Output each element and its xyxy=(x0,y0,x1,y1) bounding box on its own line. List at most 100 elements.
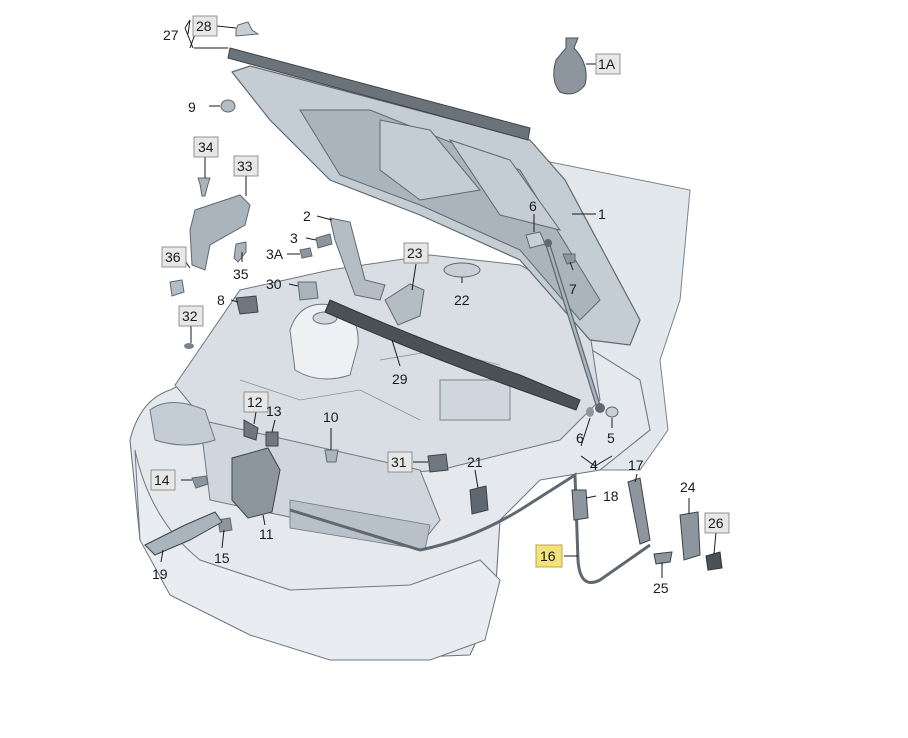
bolt-part-14 xyxy=(191,475,209,489)
callout-7: 7 xyxy=(569,281,577,297)
headlight-left xyxy=(149,402,216,446)
svg-text:35: 35 xyxy=(233,266,249,282)
callout-22: 22 xyxy=(454,292,470,308)
bracket-part-23 xyxy=(384,283,425,326)
hinge-part-2 xyxy=(329,217,386,301)
svg-text:5: 5 xyxy=(607,430,615,446)
svg-text:36: 36 xyxy=(165,249,181,265)
svg-text:18: 18 xyxy=(603,488,619,504)
callout-28: 28 xyxy=(192,15,218,37)
svg-text:19: 19 xyxy=(152,566,168,582)
svg-text:2: 2 xyxy=(303,208,311,224)
callout-6-top: 6 xyxy=(529,198,537,214)
clip-part-6-lower xyxy=(586,407,594,417)
buffer-part-9 xyxy=(220,99,236,113)
callout-17: 17 xyxy=(628,457,644,473)
callout-8: 8 xyxy=(217,292,225,308)
bonnet xyxy=(227,47,641,346)
svg-text:29: 29 xyxy=(392,371,408,387)
callout-1A: 1A xyxy=(595,53,621,75)
clip-part-6-upper xyxy=(525,231,546,249)
bonnet-inner-cutout-1 xyxy=(379,119,481,201)
svg-text:30: 30 xyxy=(266,276,282,292)
part-30 xyxy=(297,281,319,301)
washer-part-32 xyxy=(184,343,194,349)
bolt-part-35 xyxy=(233,241,247,263)
part-8 xyxy=(235,295,259,315)
svg-text:28: 28 xyxy=(196,18,212,34)
bonnet-seal xyxy=(227,47,531,141)
callout-labels: 27 28 1A 9 34 33 2 3 3A xyxy=(150,15,730,596)
svg-text:24: 24 xyxy=(680,479,696,495)
battery-tray xyxy=(439,379,511,421)
svg-text:16: 16 xyxy=(540,548,556,564)
callout-34: 34 xyxy=(193,136,219,158)
lock-part-11 xyxy=(231,447,281,519)
small-parts xyxy=(144,21,723,571)
svg-text:21: 21 xyxy=(467,454,483,470)
callout-2: 2 xyxy=(303,208,311,224)
release-cable xyxy=(289,472,651,584)
svg-text:32: 32 xyxy=(182,308,198,324)
callout-32: 32 xyxy=(178,305,204,327)
svg-text:22: 22 xyxy=(454,292,470,308)
clip-part-26 xyxy=(705,551,723,571)
callout-25: 25 xyxy=(653,580,669,596)
part-18 xyxy=(571,489,589,521)
callout-14: 14 xyxy=(150,469,176,491)
svg-text:15: 15 xyxy=(214,550,230,566)
nut-part-3A xyxy=(299,247,313,259)
svg-text:33: 33 xyxy=(237,158,253,174)
svg-text:23: 23 xyxy=(407,245,423,261)
screw-part-25 xyxy=(653,551,673,565)
callout-30: 30 xyxy=(266,276,282,292)
callout-19: 19 xyxy=(152,566,168,582)
svg-text:34: 34 xyxy=(198,139,214,155)
svg-text:7: 7 xyxy=(569,281,577,297)
svg-text:11: 11 xyxy=(259,526,274,542)
svg-text:25: 25 xyxy=(653,580,669,596)
release-handle-part-19 xyxy=(144,511,223,556)
callout-33: 33 xyxy=(233,155,259,177)
seal-strip-29 xyxy=(324,299,581,411)
front-bumper xyxy=(134,449,501,661)
callout-4: 4 xyxy=(590,457,598,473)
svg-text:6: 6 xyxy=(576,430,584,446)
callout-36: 36 xyxy=(161,246,187,268)
svg-text:10: 10 xyxy=(323,409,339,425)
lever-part-17 xyxy=(627,477,651,545)
callout-6-bottom: 6 xyxy=(576,430,584,446)
svg-text:4: 4 xyxy=(590,457,598,473)
clip-part-12 xyxy=(243,419,259,441)
svg-text:3A: 3A xyxy=(266,246,284,262)
callout-18: 18 xyxy=(603,488,619,504)
svg-text:17: 17 xyxy=(628,457,644,473)
callout-21: 21 xyxy=(467,454,483,470)
bolt-part-3 xyxy=(315,233,333,249)
callout-23: 23 xyxy=(403,242,429,264)
callout-3A: 3A xyxy=(266,246,284,262)
callout-5: 5 xyxy=(607,430,615,446)
leader-lines xyxy=(160,19,717,578)
clip-part-5 xyxy=(605,406,619,418)
svg-text:9: 9 xyxy=(188,99,196,115)
callout-31: 31 xyxy=(387,451,413,473)
svg-text:14: 14 xyxy=(154,472,170,488)
bag-part-1A xyxy=(553,37,587,95)
callout-3: 3 xyxy=(290,230,298,246)
callout-35: 35 xyxy=(233,266,249,282)
svg-text:3: 3 xyxy=(290,230,298,246)
bonnet-inner-cutout-2 xyxy=(448,139,562,231)
callout-15: 15 xyxy=(214,550,230,566)
bracket-part-24 xyxy=(679,511,701,561)
callout-29: 29 xyxy=(392,371,408,387)
callout-9: 9 xyxy=(188,99,196,115)
svg-text:13: 13 xyxy=(266,403,282,419)
bracket-part-33 xyxy=(189,194,251,271)
svg-text:8: 8 xyxy=(217,292,225,308)
svg-text:31: 31 xyxy=(391,454,407,470)
bolt-part-7 xyxy=(562,253,576,265)
car-front-body xyxy=(129,159,691,661)
part-21 xyxy=(469,485,489,515)
